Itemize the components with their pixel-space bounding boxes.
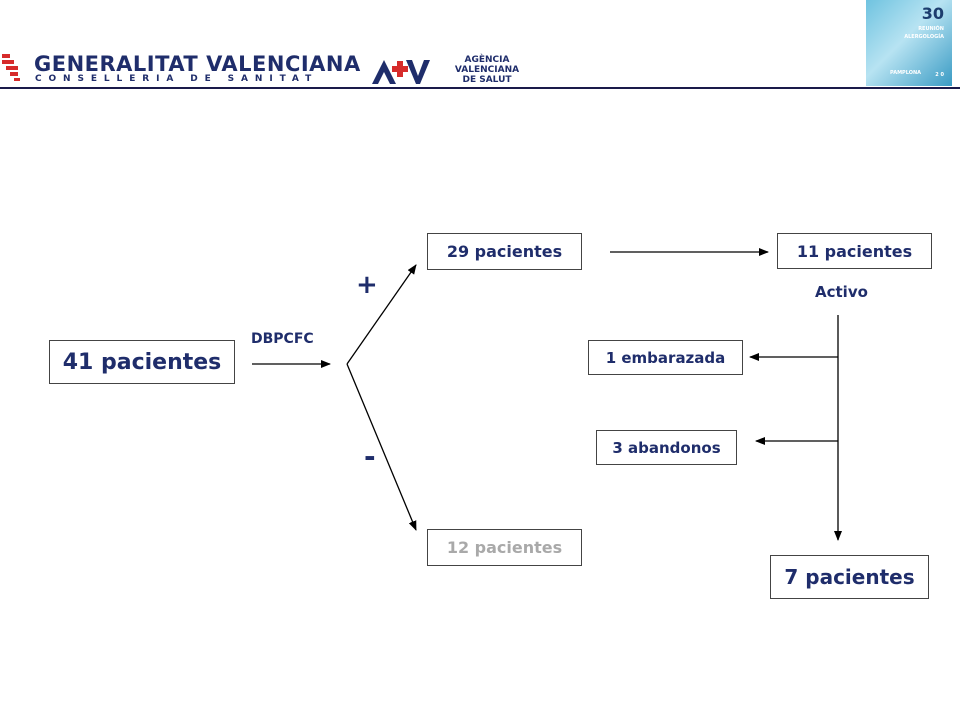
positive-group-box: 29 pacientes [427,233,582,270]
agency-line: VALENCIANA [454,65,520,75]
org-subtitle: CONSELLERIA DE SANITAT [35,74,319,84]
negative-sign: - [364,440,376,473]
event-location: PAMPLONA [890,70,922,76]
pregnant-box: 1 embarazada [588,340,743,375]
generalitat-logo [2,54,20,81]
agency-name: AGÈNCIA VALENCIANA DE SALUT [432,55,542,85]
agency-line: DE SALUT [462,75,512,85]
agency-line: AGÈNCIA [464,55,510,65]
event-title-line: REUNIÓN [918,26,944,32]
generalitat-emblem-icon [2,54,20,81]
event-number: 30 [921,4,944,23]
positive-sign: + [356,270,378,300]
org-title: GENERALITAT VALENCIANA [34,52,361,76]
header-divider [0,87,960,89]
agency-logo-icon [372,60,430,84]
active-label: Activo [815,283,868,301]
header: GENERALITAT VALENCIANA CONSELLERIA DE SA… [0,0,960,90]
arrow-to-positive [346,264,417,365]
arrow-to-negative [346,363,417,531]
event-logo: 30 REUNIÓN ALERGOLOGÍA PAMPLONA 2 0 [866,0,952,86]
start-box: 41 pacientes [49,340,235,384]
dropouts-box: 3 abandonos [596,430,737,465]
event-year: 2 0 [935,72,944,78]
test-label: DBPCFC [251,331,314,347]
final-box: 7 pacientes [770,555,929,599]
active-group-box: 11 pacientes [777,233,932,269]
negative-group-box: 12 pacientes [427,529,582,566]
event-title-line: ALERGOLOGÍA [904,34,944,40]
